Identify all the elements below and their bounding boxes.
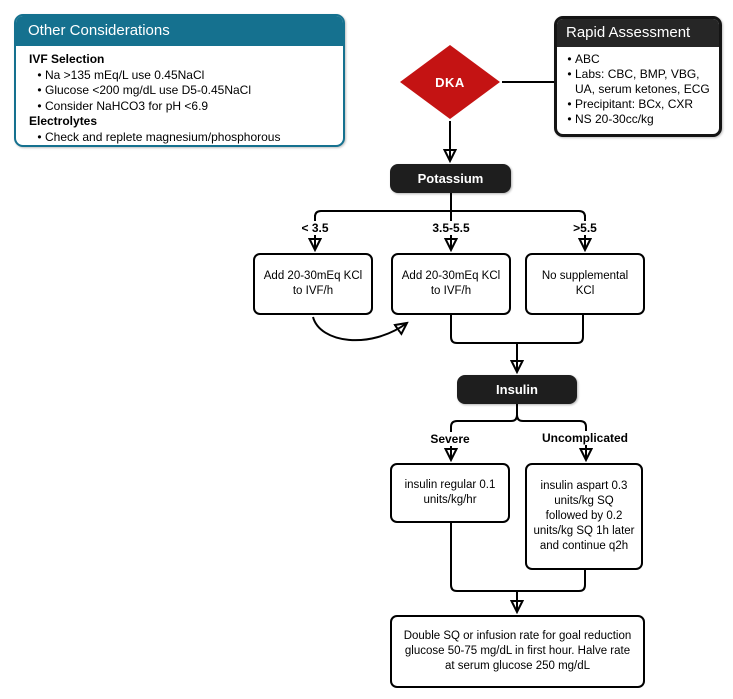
rapid-assessment-panel: Rapid Assessment • ABC • Labs: CBC, BMP,… [554,16,722,137]
branch-label-k-low: < 3.5 [292,221,338,235]
list-item-text: Consider NaHCO3 for pH <6.9 [45,98,209,113]
list-item: • Precipitant: BCx, CXR [564,97,715,112]
action-box-kcl-mid: Add 20-30mEq KCl to IVF/h [391,253,511,315]
potassium-node: Potassium [390,164,511,193]
list-item: • Consider NaHCO3 for pH <6.9 [34,99,333,115]
bullet-icon: • [37,98,42,113]
branch-label-k-high: >5.5 [566,221,604,235]
list-item: • ABC [564,52,715,67]
bullet-icon: • [567,97,572,111]
rapid-assessment-title: Rapid Assessment [557,19,719,47]
bullet-icon: • [37,129,42,144]
action-box-kcl-low: Add 20-30mEq KCl to IVF/h [253,253,373,315]
list-item: • Na >135 mEq/L use 0.45NaCl [34,68,333,84]
bullet-icon: • [37,67,42,82]
section-heading-electrolytes: Electrolytes [29,114,98,128]
list-item-text: Labs: CBC, BMP, VBG, UA, serum ketones, … [575,67,710,96]
final-note-box: Double SQ or infusion rate for goal redu… [390,615,645,688]
other-considerations-title: Other Considerations [16,16,343,46]
list-item-text: ABC [575,52,600,66]
bullet-icon: • [567,112,572,126]
action-box-insulin-regular: insulin regular 0.1 units/kg/hr [390,463,510,523]
connector-kcl1-to-kcl2-curve [312,316,407,342]
list-item-text: Na >135 mEq/L use 0.45NaCl [45,67,205,82]
dka-label: DKA [435,74,465,90]
bullet-icon: • [567,67,572,81]
bullet-icon: • [37,83,42,97]
branch-label-k-mid: 3.5-5.5 [426,221,476,235]
list-item-text: NS 20-30cc/kg [575,112,654,126]
list-item-text: Check and replete magnesium/phosphorous [45,129,281,144]
list-item: • Check and replete magnesium/phosphorou… [34,130,333,146]
list-item: • NS 20-30cc/kg [564,112,715,127]
insulin-node: Insulin [457,375,577,404]
list-item: • Glucose <200 mg/dL use D5-0.45NaCl [34,83,333,99]
list-item: • Labs: CBC, BMP, VBG, UA, serum ketones… [564,67,715,97]
connector-insulin-split-right [516,414,586,460]
connector-kcl-merge [450,315,584,344]
other-considerations-panel: Other Considerations IVF Selection • Na … [14,14,345,147]
bullet-icon: • [567,52,572,66]
dka-decision-node: DKA [400,45,500,119]
action-box-no-kcl: No supplemental KCl [525,253,645,315]
action-box-insulin-aspart: insulin aspart 0.3 units/kg SQ followed … [525,463,643,570]
other-considerations-body: IVF Selection • Na >135 mEq/L use 0.45Na… [16,46,343,145]
branch-label-uncomplicated: Uncomplicated [539,431,631,445]
list-item-text: Glucose <200 mg/dL use D5-0.45NaCl [45,83,252,97]
list-item-text: Precipitant: BCx, CXR [575,97,694,111]
branch-label-severe: Severe [422,432,478,446]
section-heading-ivf-selection: IVF Selection [29,52,105,66]
rapid-assessment-body: • ABC • Labs: CBC, BMP, VBG, UA, serum k… [557,47,719,127]
